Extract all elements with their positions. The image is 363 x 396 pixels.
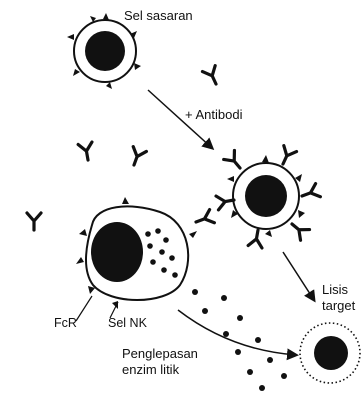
nk-cell-label: Sel NK: [108, 316, 148, 330]
lysed-target-cell: [300, 323, 360, 383]
fcr-label: FcR: [54, 316, 77, 330]
enzyme-dots: [192, 289, 287, 391]
target-cell: [67, 13, 141, 89]
fcr-pointer: [76, 296, 92, 321]
antibody-step-label: + Antibodi: [185, 107, 243, 122]
release-label-line2: enzim litik: [122, 362, 180, 377]
antibody-icon: [27, 66, 222, 230]
lysis-label-line2: target: [322, 298, 356, 313]
opsonized-target-cell: [216, 146, 320, 248]
lysis-label-line1: Lisis: [322, 282, 349, 297]
release-label-line1: Penglepasan: [122, 346, 198, 361]
lysis-arrow: [283, 252, 314, 300]
target-cell-label: Sel sasaran: [124, 8, 193, 23]
